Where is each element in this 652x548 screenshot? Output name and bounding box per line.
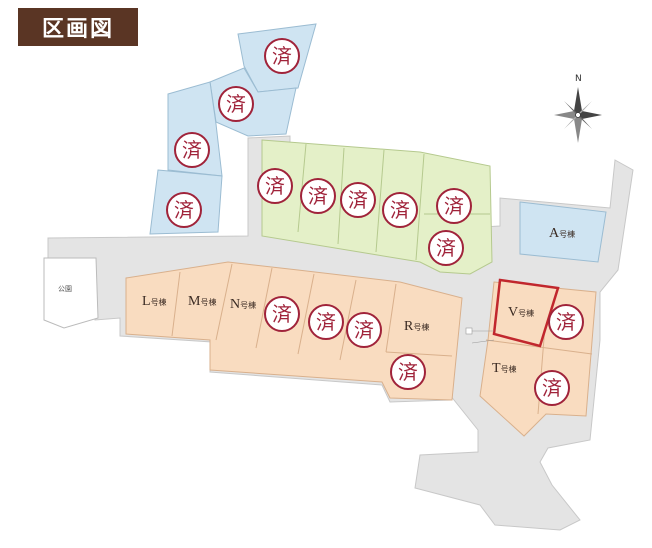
sold-circle-icon: [264, 38, 300, 74]
sold-circle-icon: [300, 178, 336, 214]
lot-labels: L号棟 M号棟 N号棟 R号棟 T号棟: [142, 294, 517, 376]
sold-mark-text: 済: [542, 376, 562, 400]
lot-a-area: [519, 201, 607, 263]
sold-circle-icon: [548, 304, 584, 340]
sold-circle-icon: [218, 86, 254, 122]
lot-t-label[interactable]: T号棟: [492, 361, 517, 376]
sold-mark-text: 済: [316, 310, 336, 334]
sold-mark-text: 済: [174, 198, 194, 222]
sold-mark: 済: [340, 182, 376, 218]
park-label: 公園: [58, 285, 72, 293]
lot-m-label[interactable]: M号棟: [188, 294, 216, 309]
sold-mark: 済: [174, 132, 210, 168]
sold-markers: 済済済済済済済済済済済済済済済済: [166, 38, 584, 406]
sold-circle-icon: [534, 370, 570, 406]
sold-mark-text: 済: [354, 318, 374, 342]
lot-r-label[interactable]: R号棟: [404, 319, 429, 334]
sold-mark-text: 済: [182, 138, 202, 162]
lot-n-label[interactable]: N号棟: [230, 297, 256, 312]
sold-mark: 済: [346, 312, 382, 348]
sold-circle-icon: [257, 168, 293, 204]
sold-mark: 済: [428, 230, 464, 266]
orange-block: [125, 261, 463, 401]
orange-lots: [125, 261, 463, 401]
sold-mark-text: 済: [348, 188, 368, 212]
sold-circle-icon: [428, 230, 464, 266]
sold-mark-text: 済: [265, 174, 285, 198]
sold-circle-icon: [390, 354, 426, 390]
lot-a-label: A号棟: [549, 226, 575, 241]
sold-mark: 済: [308, 304, 344, 340]
lot-a[interactable]: A号棟: [519, 201, 607, 263]
sold-mark: 済: [436, 188, 472, 224]
sold-mark: 済: [534, 370, 570, 406]
sold-mark: 済: [264, 38, 300, 74]
compass-icon: N: [554, 74, 602, 143]
lot-v-area: [492, 278, 560, 348]
sold-mark-text: 済: [308, 184, 328, 208]
blue-lots: [149, 23, 317, 235]
sold-mark: 済: [382, 192, 418, 228]
sold-circle-icon: [264, 296, 300, 332]
lot-v-label: V号棟: [508, 305, 534, 320]
sold-mark: 済: [548, 304, 584, 340]
sold-mark-text: 済: [272, 302, 292, 326]
sold-mark: 済: [218, 86, 254, 122]
sold-mark: 済: [390, 354, 426, 390]
sold-mark-text: 済: [398, 360, 418, 384]
sold-circle-icon: [308, 304, 344, 340]
sold-mark-text: 済: [444, 194, 464, 218]
sold-mark: 済: [300, 178, 336, 214]
park-area: [43, 257, 99, 329]
park: 公園: [43, 257, 99, 329]
sold-mark-text: 済: [390, 198, 410, 222]
sold-mark-text: 済: [556, 310, 576, 334]
sold-circle-icon: [174, 132, 210, 168]
sold-circle-icon: [436, 188, 472, 224]
compass-north-label: N: [575, 74, 582, 84]
lot-l-label[interactable]: L号棟: [142, 294, 167, 309]
page-title: 区画図: [18, 8, 138, 46]
sold-circle-icon: [346, 312, 382, 348]
sold-mark: 済: [264, 296, 300, 332]
boundary-marks: [465, 327, 495, 344]
sold-mark-text: 済: [272, 44, 292, 68]
sold-circle-icon: [340, 182, 376, 218]
sold-mark-text: 済: [226, 92, 246, 116]
lot-v[interactable]: V号棟: [492, 278, 560, 348]
sold-circle-icon: [166, 192, 202, 228]
sold-mark: 済: [257, 168, 293, 204]
sold-mark-text: 済: [436, 236, 456, 260]
sold-mark: 済: [166, 192, 202, 228]
sold-circle-icon: [382, 192, 418, 228]
